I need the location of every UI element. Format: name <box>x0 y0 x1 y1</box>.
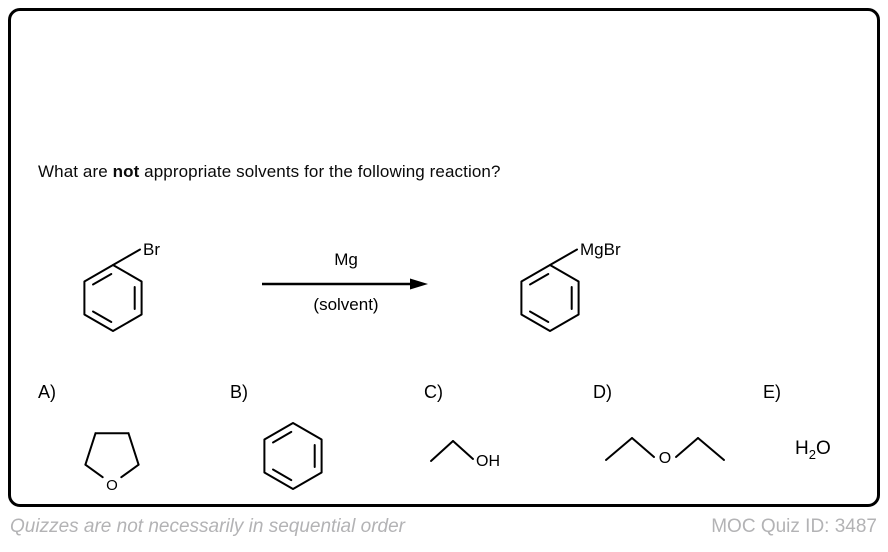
footer-note: Quizzes are not necessarily in sequentia… <box>10 516 405 537</box>
phenylmagnesium-bromide-structure: MgBr <box>520 240 621 332</box>
choice-e-label: E) <box>763 382 781 402</box>
ethanol-oh-label: OH <box>476 453 500 470</box>
choice-d[interactable]: D) O <box>585 378 737 490</box>
choice-e[interactable]: E) H2O <box>755 378 865 490</box>
reaction-arrow-group: Mg (solvent) <box>262 250 430 315</box>
question-prefix: What are <box>38 162 113 181</box>
br-label: Br <box>143 240 160 259</box>
water-formula: H2O <box>795 438 831 462</box>
reagent-below-arrow: (solvent) <box>313 295 379 314</box>
choice-c[interactable]: C) OH <box>416 378 546 490</box>
reaction-arrow-icon <box>262 278 428 290</box>
choice-a-label: A) <box>38 382 56 402</box>
choice-b-label: B) <box>230 382 248 402</box>
diethyl-ether-structure: O <box>605 437 725 467</box>
thf-oxygen-label: O <box>106 477 118 494</box>
ether-oxygen-label: O <box>659 450 671 467</box>
question-emphasis: not <box>112 162 140 181</box>
water-subscript: 2 <box>808 446 816 462</box>
bromobenzene-structure: Br <box>83 240 160 332</box>
quiz-id: MOC Quiz ID: 3487 <box>711 516 877 537</box>
ethanol-structure: OH <box>430 440 500 470</box>
choice-b[interactable]: B) <box>222 378 342 508</box>
choice-a[interactable]: A) O <box>30 378 200 508</box>
water-o: O <box>815 438 831 459</box>
quiz-frame <box>8 8 880 507</box>
choice-c-label: C) <box>424 382 443 402</box>
tetrahydrofuran-structure: O <box>84 432 140 494</box>
water-h: H <box>795 438 809 459</box>
question-suffix: appropriate solvents for the following r… <box>139 162 501 181</box>
question-text: What are not appropriate solvents for th… <box>38 162 501 182</box>
benzene-structure <box>263 422 323 490</box>
reagent-above-arrow: Mg <box>334 250 358 269</box>
mgbr-label: MgBr <box>580 240 621 259</box>
choice-d-label: D) <box>593 382 612 402</box>
